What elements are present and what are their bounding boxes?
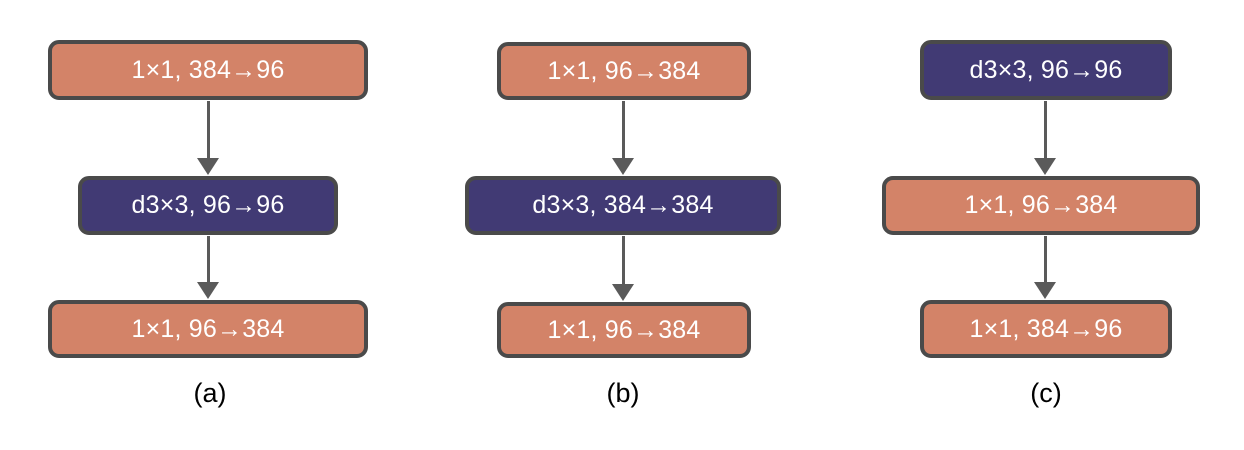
pointwise-conv-node: 1×1, 96→384	[497, 302, 751, 358]
arrow-head	[197, 158, 219, 175]
pointwise-conv-node: 1×1, 96→384	[882, 176, 1200, 235]
arrow-shaft	[1043, 236, 1047, 282]
pointwise-conv-node: 1×1, 96→384	[48, 300, 368, 358]
subfigure-caption: (c)	[1030, 378, 1062, 408]
flow-arrow-icon	[612, 236, 634, 301]
flow-arrow-icon	[197, 236, 219, 299]
arrow-head	[197, 282, 219, 299]
arrow-shaft	[1043, 101, 1047, 158]
depthwise-conv-node: d3×3, 96→96	[920, 40, 1172, 100]
arrow-head	[1034, 158, 1056, 175]
pointwise-conv-node: 1×1, 96→384	[497, 42, 751, 100]
subfigure-caption: (a)	[193, 378, 227, 408]
arrow-head	[1034, 282, 1056, 299]
flow-arrow-icon	[197, 101, 219, 175]
arrow-shaft	[206, 101, 210, 158]
arrow-shaft	[206, 236, 210, 282]
flow-arrow-icon	[1034, 101, 1056, 175]
arrow-shaft	[621, 101, 625, 158]
flow-arrow-icon	[1034, 236, 1056, 299]
depthwise-conv-node: d3×3, 384→384	[465, 176, 781, 235]
depthwise-conv-node: d3×3, 96→96	[78, 176, 338, 235]
pointwise-conv-node: 1×1, 384→96	[920, 300, 1172, 358]
arrow-head	[612, 158, 634, 175]
subfigure-caption: (b)	[606, 378, 640, 408]
arrow-shaft	[621, 236, 625, 284]
pointwise-conv-node: 1×1, 384→96	[48, 40, 368, 100]
flow-arrow-icon	[612, 101, 634, 175]
arrow-head	[612, 284, 634, 301]
